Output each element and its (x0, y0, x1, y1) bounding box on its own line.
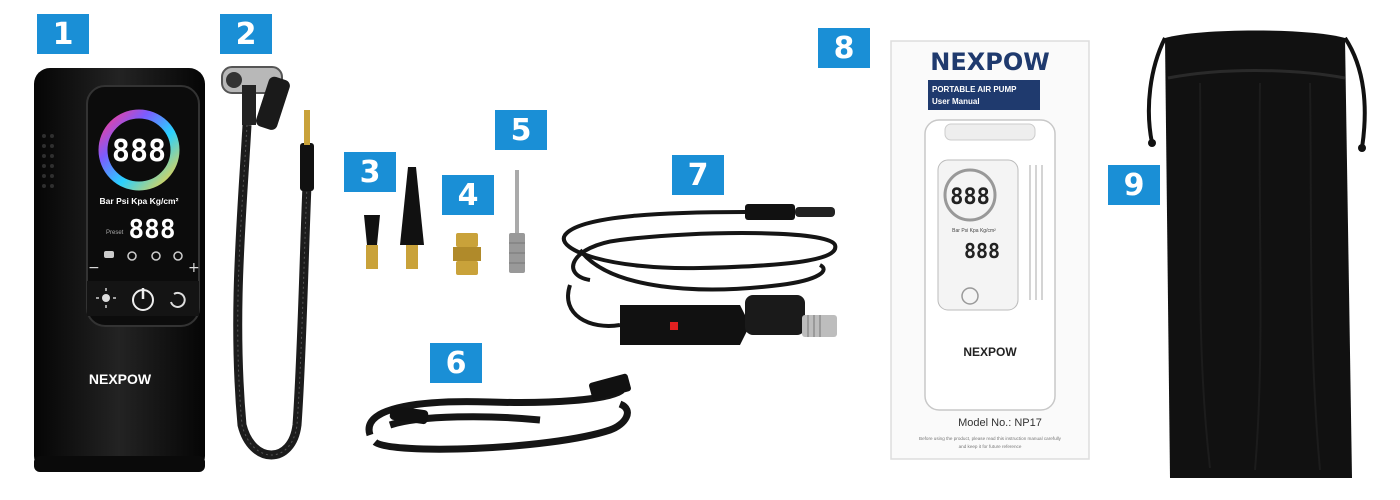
manual-note-line2: and keep it for future reference (959, 444, 1022, 449)
power-button[interactable] (132, 288, 154, 311)
badge-8: 8 (818, 28, 870, 68)
badge-1: 1 (37, 14, 89, 54)
presta-adapter (448, 225, 488, 280)
mode-icons (104, 251, 183, 261)
manual-main-display: 888 (950, 185, 990, 210)
unit-switch-button[interactable] (170, 291, 186, 308)
car-charger-illustration (561, 204, 838, 345)
badge-2: 2 (220, 14, 272, 54)
user-manual: NEXPOW PORTABLE AIR PUMP User Manual 888… (890, 40, 1090, 460)
badge-9: 9 (1108, 165, 1160, 205)
manual-device-brand: NEXPOW (963, 345, 1017, 359)
badge-6: 6 (430, 343, 482, 383)
manual-model-number: Model No.: NP17 (958, 417, 1042, 429)
bike-icon (127, 251, 137, 261)
air-pump-device: 888 Bar Psi Kpa Kg/cm² Preset 888 − + NE… (32, 66, 207, 476)
pump-preset-display: 888 (129, 215, 176, 245)
car-charger-cable (550, 190, 850, 375)
badge-4: 4 (442, 175, 494, 215)
manual-title-line2: User Manual (932, 97, 980, 106)
usb-cable-illustration (365, 373, 631, 453)
usb-charging-cable (350, 370, 640, 460)
inflation-hose (212, 55, 332, 480)
car-icon (104, 251, 114, 258)
air-pump-illustration: 888 Bar Psi Kpa Kg/cm² Preset 888 − + NE… (34, 68, 205, 472)
badge-5: 5 (495, 110, 547, 150)
light-button[interactable] (96, 288, 116, 308)
nozzle-adapters (350, 165, 440, 280)
manual-units: Bar Psi Kpa Kg/cm² (952, 228, 996, 234)
ball-needle-illustration (509, 170, 525, 273)
badge-3: 3 (344, 152, 396, 192)
storage-pouch (1140, 8, 1370, 488)
storage-pouch-illustration (1146, 30, 1367, 478)
badge-7: 7 (672, 155, 724, 195)
ball-icon (173, 251, 183, 261)
manual-note-line1: Before using the product, please read th… (919, 436, 1062, 441)
pump-units-label: Bar Psi Kpa Kg/cm² (100, 196, 179, 206)
presta-adapter-illustration (453, 233, 481, 275)
manual-brand: NEXPOW (930, 48, 1049, 76)
manual-power-icon (961, 287, 979, 305)
plus-button[interactable]: + (188, 260, 200, 276)
pump-brand-logo: NEXPOW (89, 371, 152, 387)
motorcycle-icon (151, 251, 161, 261)
ball-needle (500, 168, 535, 278)
hose-illustration (221, 66, 314, 460)
nozzle-illustration (364, 167, 424, 269)
minus-button[interactable]: − (88, 260, 100, 276)
manual-title-line1: PORTABLE AIR PUMP (932, 85, 1017, 94)
user-manual-illustration: NEXPOW PORTABLE AIR PUMP User Manual 888… (890, 40, 1090, 460)
pump-main-display: 888 (112, 134, 166, 169)
pump-preset-label: Preset (106, 230, 124, 236)
manual-preset-display: 888 (964, 239, 1000, 263)
